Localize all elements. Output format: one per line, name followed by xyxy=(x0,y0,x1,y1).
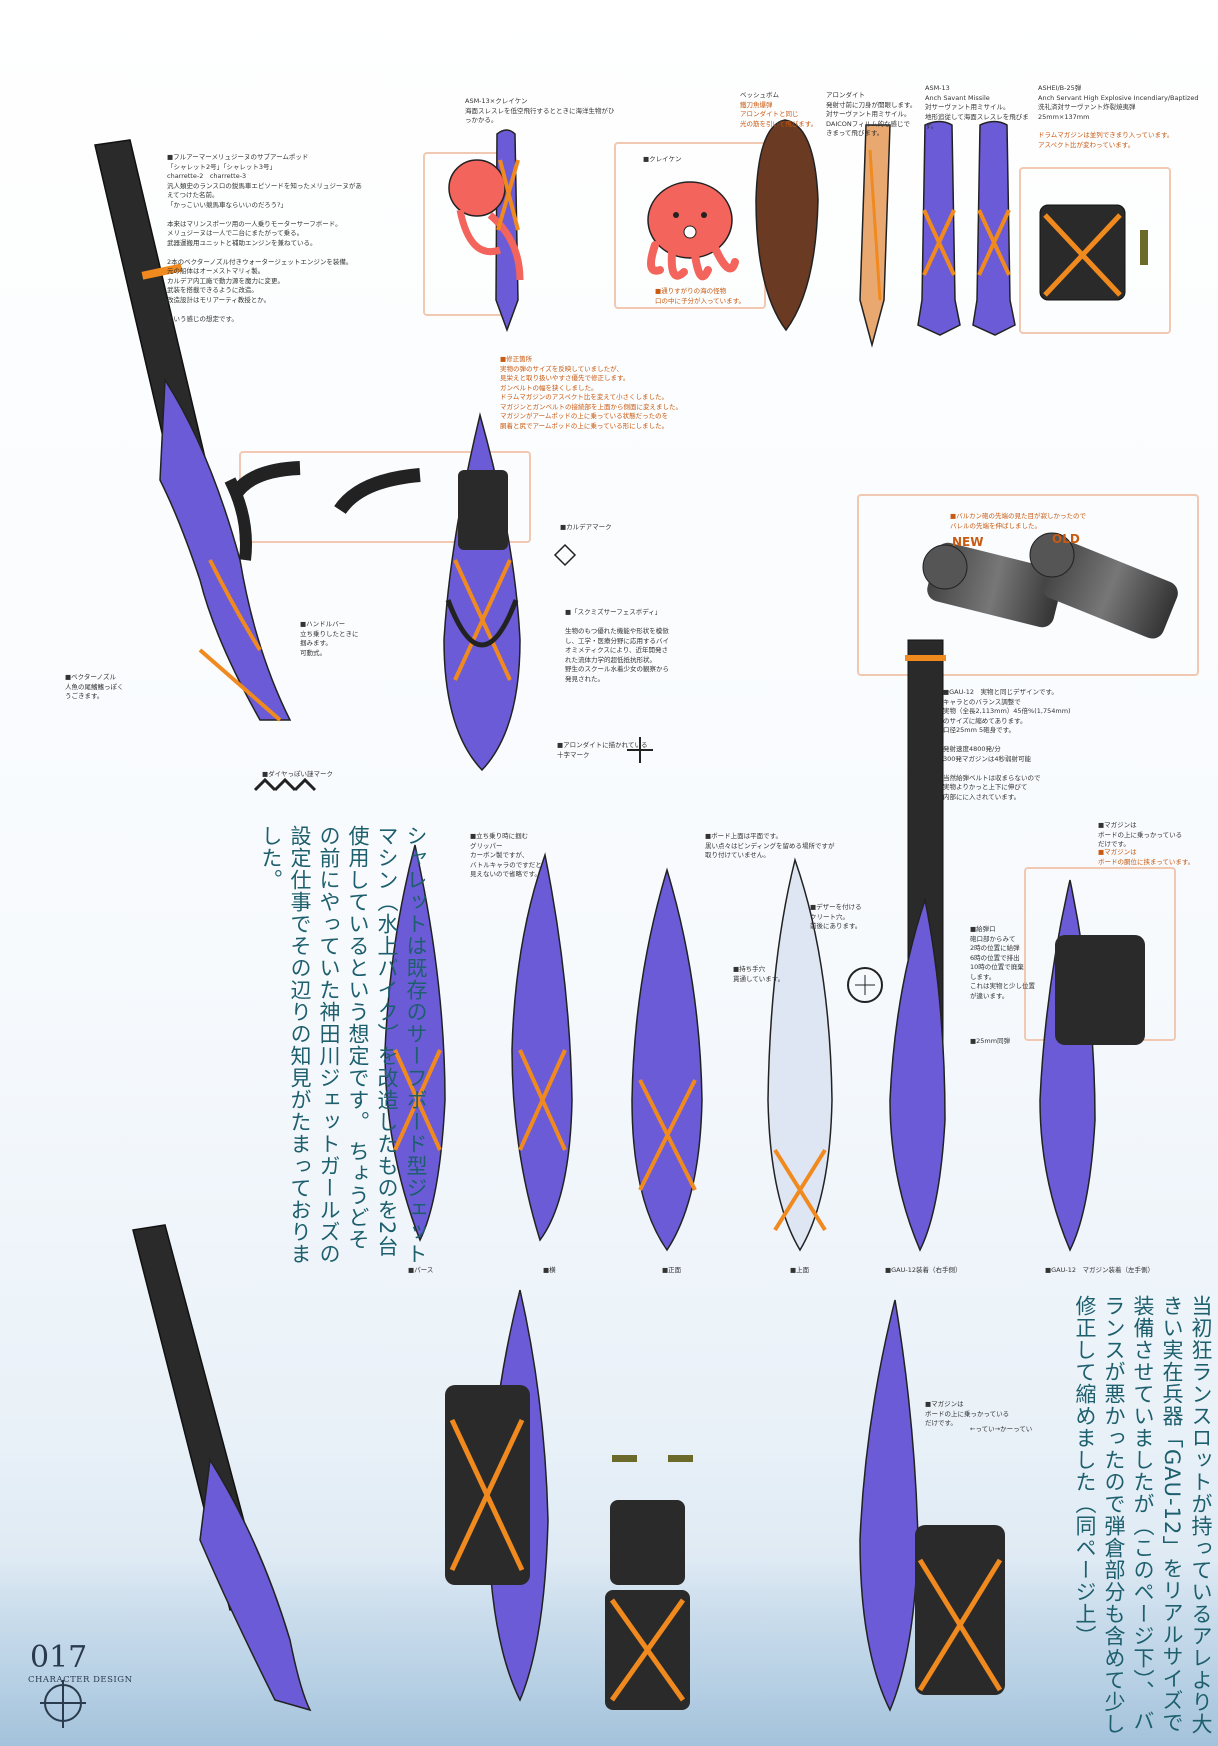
view-label-gau12-left: ■GAU-12 マガジン装着（左手側） xyxy=(1045,1266,1154,1274)
ornate-cross-icon xyxy=(40,1680,86,1728)
view-label-gau12-right: ■GAU-12装着（右手側） xyxy=(885,1266,962,1274)
old-label: OLD xyxy=(1052,532,1080,546)
intro-note: ■フルアーマーメリュジーヌのサブアームポッド 「シャレット2号」「シャレット3号… xyxy=(167,153,362,323)
drum-magazine-detached xyxy=(605,1500,690,1710)
new-label: NEW xyxy=(952,535,984,549)
vector-callout: ■ベクターノズル 人魚の尾鰭鰭っぽく うごきます。 xyxy=(65,673,124,700)
deck-callout: ■ボード上面は平面です。 黒い点々はビンディングを留める場所ですが 取り付けてい… xyxy=(705,832,835,859)
arondight-missile xyxy=(859,124,891,348)
view-label-top: ■上面 xyxy=(790,1266,810,1274)
round-callout: ■25mm同弾 xyxy=(970,1037,1011,1045)
clip-callout: ■デザーを付ける クリート穴。 前後にあります。 xyxy=(810,903,862,930)
view-gau12-magazine-left xyxy=(1039,879,1145,1252)
gau12-callout: ■GAU-12 実物と同じデザインです。 キャラとのバランス調整で 実物（全長2… xyxy=(943,688,1071,801)
page-subtitle: CHARACTER DESIGN xyxy=(28,1675,133,1685)
tiny-callout: ←ってい→かーってい xyxy=(970,1425,1033,1433)
drum-note: ドラムマガジンは並列できまり入っています。 アスペクト比が変わっています。 xyxy=(1038,131,1174,149)
magazine-bottom-callout: ■マガジンは ボードの上に乗っかっている だけです。 xyxy=(925,1400,1010,1427)
callout-box-vulcan xyxy=(857,494,1199,676)
grip-callout: ■立ち乗り時に掴む グリッパー カーボン製ですが、 バトルキャラのですだと 見え… xyxy=(470,832,542,878)
asm13k-label: ASM-13×クレイケン海面スレスレを低空飛行するとときに海洋生物がひっかかる。 xyxy=(465,97,615,124)
diamond-mark-icon xyxy=(253,777,317,792)
vertical-commentary-2: 当初狂ランスロットが持っているアレより大きい実在兵器「GAU-12」をリアルサイ… xyxy=(1073,1295,1213,1735)
arondight-mark-callout: ■アロンダイトに描かれている 十字マーク xyxy=(557,741,648,759)
asm13-missile-b xyxy=(972,120,1016,336)
page-number: 017 xyxy=(30,1640,88,1675)
ammo-belt-right xyxy=(334,468,421,515)
drum-magazine-small xyxy=(1039,204,1148,301)
view-label-front: ■正面 xyxy=(662,1266,682,1274)
rounds-pair xyxy=(612,1455,693,1462)
view-top xyxy=(767,857,833,1252)
handhold-callout: ■持ち手穴 貫通しています。 xyxy=(733,965,785,983)
asm13-kraken-missile xyxy=(448,129,524,333)
magazine-top-callout: ■マガジンは ボードの上に乗っかっている だけです。 xyxy=(1098,821,1183,848)
ammo-belt-left xyxy=(229,461,301,500)
cross-mark-icon xyxy=(627,737,653,763)
arondight-label: アロンダイト発射寸前に刀身が開眼します。 対サーヴァント用ミサイル。 DAICO… xyxy=(826,91,917,137)
charrette-bottom-perspective xyxy=(199,1457,312,1712)
fish-caption: ■通りすがりの海の怪物 口の中に子分が入っています。 xyxy=(655,287,746,305)
kraken-octopus xyxy=(647,181,739,281)
charrette-bottom-right xyxy=(859,1299,1005,1712)
magazine-top2-callout: ■マガジンは ボードの胴位に挟まっています。 xyxy=(1098,848,1195,866)
view-front xyxy=(631,867,703,1252)
asm13-missile-a xyxy=(917,120,961,336)
besh-bomb-fish xyxy=(755,119,819,332)
view-perspective xyxy=(384,844,446,1242)
bessyu-label: ベッシュボム鐵刀魚爆弾 アロンダイトと同じ 光の筋を引いて飛びます。 xyxy=(740,91,818,128)
chaldea-mark-icon xyxy=(553,543,577,567)
callout-box-drum xyxy=(1019,167,1171,334)
kraken-caption: ■クレイケン xyxy=(643,155,682,163)
chaldea-callout: ■カルデアマーク xyxy=(560,523,612,531)
correction-note: ■修正箇所 実物の弾のサイズを反映していましたが、 見栄えと取り扱いやすさ優先で… xyxy=(500,355,682,430)
vertical-commentary-1: シャレットは既存のサーフボード型ジェットマシン（水上バイク）を改造したものを2台… xyxy=(259,825,428,1265)
feed-callout: ■給弾口 砲口部からみて 2時の位置に給弾 6時の位置で排出 10時の位置で廃棄… xyxy=(970,925,1035,1000)
charrette-perspective-top xyxy=(159,377,292,722)
view-side xyxy=(511,852,573,1242)
view-label-side: ■横 xyxy=(543,1266,556,1274)
skin-callout: ■「スクミズサーフェスボディ」 生物のもつ優れた機能や形状を模倣 し、工学・医療… xyxy=(565,608,669,683)
drum-magazine-large xyxy=(445,1385,530,1585)
vulcan-callout: ■バルカン砲の先端の見た目が寂しかったので バレルの先端を伸ばしました。 xyxy=(950,512,1086,530)
handlebar-callout: ■ハンドルバー 立ち乗りしたときに 掴みます。 可動式。 xyxy=(300,620,359,657)
diamond-callout: ■ダイヤっぽい謎マーク xyxy=(262,770,333,778)
charrette-front-top xyxy=(443,412,521,772)
view-gau12-right xyxy=(889,897,946,1252)
emblem-icon xyxy=(847,967,883,1003)
barrel-comparison xyxy=(922,532,1178,639)
view-label-perspective: ■パース xyxy=(408,1266,434,1274)
